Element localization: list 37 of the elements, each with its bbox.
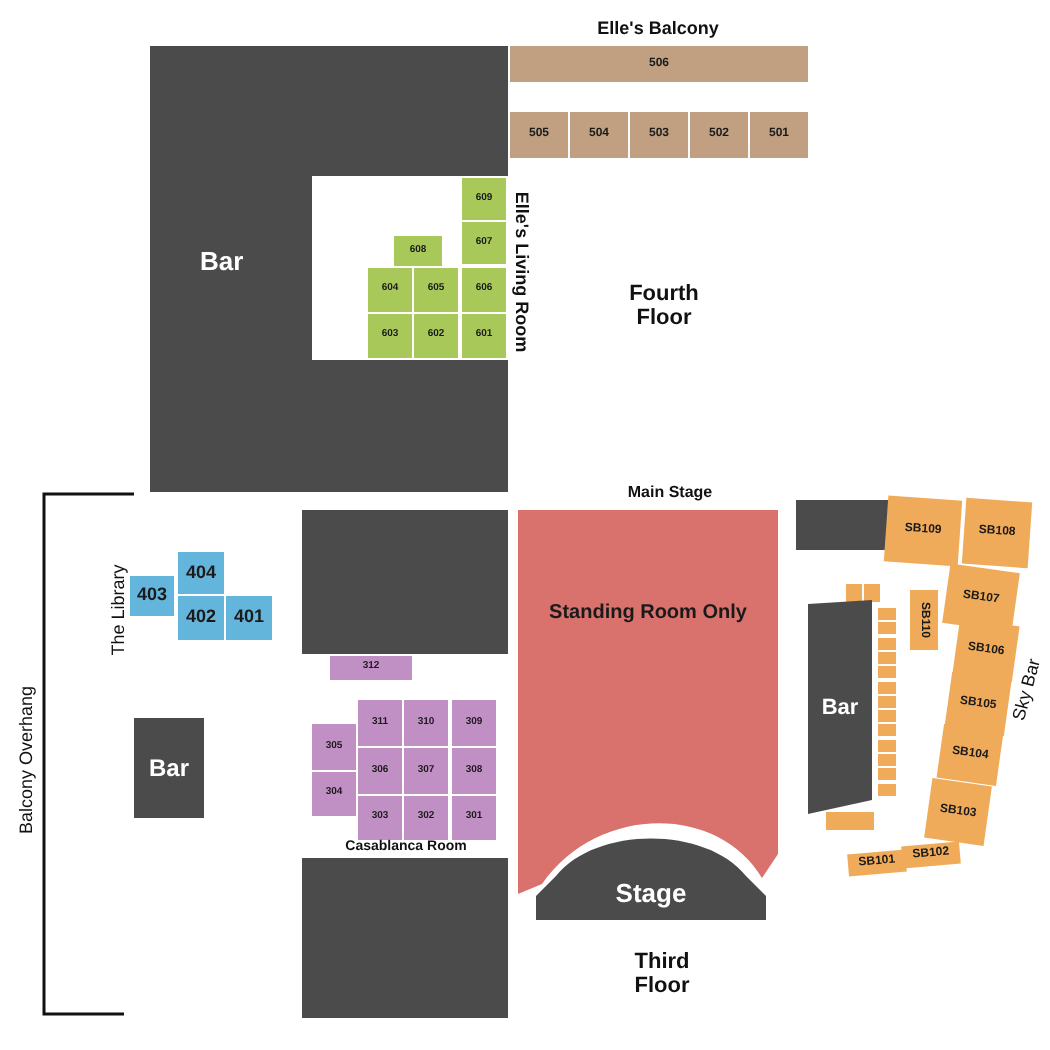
seating-section bbox=[878, 608, 896, 620]
seating-section bbox=[878, 783, 896, 796]
area-label: Stage bbox=[615, 877, 687, 907]
blocked-area bbox=[302, 510, 508, 654]
seating-section bbox=[878, 622, 896, 635]
seating-section bbox=[878, 724, 896, 737]
seating-section bbox=[878, 666, 896, 679]
bar-area bbox=[808, 600, 872, 814]
seating-section bbox=[878, 637, 896, 650]
seating-section bbox=[864, 584, 880, 602]
area-label: Balcony Overhang bbox=[18, 685, 38, 835]
seating-section bbox=[878, 695, 896, 708]
seating-section bbox=[846, 584, 862, 602]
seating-section bbox=[878, 739, 896, 752]
seating-section bbox=[878, 681, 896, 693]
bar-area: Bar bbox=[134, 718, 204, 818]
area-label: Third Floor bbox=[632, 949, 692, 999]
seating-section bbox=[826, 812, 842, 830]
seating-section bbox=[878, 754, 896, 766]
stage-area bbox=[536, 836, 766, 920]
seating-section bbox=[878, 710, 896, 723]
seating-section: 401 bbox=[226, 596, 272, 640]
seating-section bbox=[878, 768, 896, 781]
area-label: Bar bbox=[821, 695, 859, 719]
blocked-area bbox=[796, 500, 890, 550]
area-label: Bar bbox=[200, 246, 244, 276]
seating-section: 404 bbox=[178, 552, 224, 594]
area-label: Elle's Living Room bbox=[510, 191, 530, 353]
seating-section bbox=[878, 651, 896, 664]
seating-section: 402 bbox=[178, 596, 224, 640]
blocked-area bbox=[302, 858, 508, 1018]
area-label: The Library bbox=[110, 564, 130, 656]
area-label: Fourth Floor bbox=[627, 281, 701, 331]
bar-area bbox=[150, 46, 508, 492]
area-label: Standing Room Only bbox=[549, 601, 747, 623]
seating-section bbox=[858, 812, 874, 830]
seating-section: 403 bbox=[130, 576, 174, 616]
